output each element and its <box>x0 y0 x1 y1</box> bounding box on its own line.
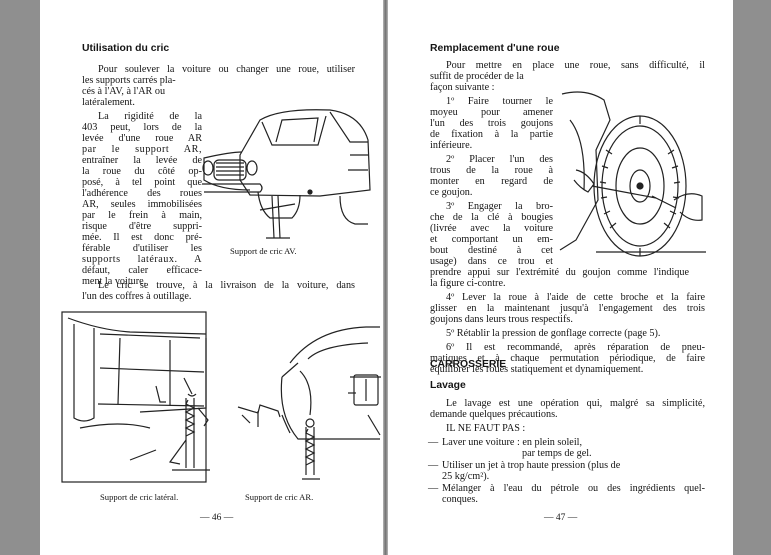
lavage-line: Le lavage est une opération qui, malgré … <box>446 398 705 409</box>
page-left: Utilisation du cric Pour soulever la voi… <box>40 0 383 555</box>
lavage-line: demande quelques précautions. <box>430 409 558 420</box>
caption-support-cric-lateral: Support de cric latéral. <box>100 492 179 502</box>
step1-line: 1º Faire tourner le <box>446 96 553 107</box>
list-item: Utiliser un jet à trop haute pression (p… <box>442 460 621 471</box>
list-item: conques. <box>442 494 478 505</box>
para2-line: 403 peut, lors de la <box>82 122 202 133</box>
step6-line: 6º Il est recommandé, après réparation d… <box>446 342 705 353</box>
step3-line: et comportant un em- <box>430 234 553 245</box>
page-number: — 47 — <box>544 513 578 523</box>
intro-line: latéralement. <box>82 97 135 108</box>
para2-line: l'adhérence des roues <box>82 188 202 199</box>
step1-line: de fixation à la partie <box>430 129 553 140</box>
intro-line: façon suivante : <box>430 82 495 93</box>
il-ne-faut-pas: IL NE FAUT PAS : <box>446 423 526 434</box>
step4-line: glisser en la maintenant jusqu'à l'engag… <box>430 303 705 314</box>
step1-line: inférieure. <box>430 140 473 151</box>
step4-line: 4º Lever la roue à l'aide de cette broch… <box>446 292 705 303</box>
list-item: par temps de gel. <box>522 448 592 459</box>
wheel-mounting-illustration <box>559 91 706 257</box>
step2-line: trous de la roue à <box>430 165 553 176</box>
cric-ar-illustration <box>237 326 381 480</box>
step3-line: (livrée avec la voiture <box>430 223 553 234</box>
para3-line: l'un des coffres à outillage. <box>82 291 192 302</box>
para3-line: Le cric se trouve, à la livraison de la … <box>98 280 355 291</box>
step2-line: ce goujon. <box>430 187 473 198</box>
para2-line: posé, à tel point que <box>82 177 202 188</box>
intro-line: Pour mettre en place une roue, sans diff… <box>446 60 705 71</box>
para2-line: risque d'être suppri- <box>82 221 202 232</box>
para2-line: entraîner la levée de <box>82 155 202 166</box>
para2-line: défaut, caler efficace- <box>82 265 202 276</box>
step1-line: moyeu pour amener <box>430 107 553 118</box>
para2-line: AR, seules immobilisées <box>82 199 202 210</box>
step6-line: équilibrer les roues statiquement et dyn… <box>430 364 644 375</box>
intro-line: cés à l'AV, à l'AR ou <box>82 86 166 97</box>
para2-line: levée d'une roue AR <box>82 133 202 144</box>
step5-line: 5º Rétablir la pression de gonflage corr… <box>446 328 661 339</box>
heading-remplacement-roue: Remplacement d'une roue <box>430 43 560 54</box>
step3-line: la figure ci-contre. <box>430 278 506 289</box>
intro-line: Pour soulever la voiture ou changer une … <box>98 64 355 75</box>
intro-line: les supports carrés pla- <box>82 75 176 86</box>
step3-line: prendre appui sur l'extrémité du goujon … <box>430 267 689 278</box>
step2-line: 2º Placer l'un des <box>446 154 553 165</box>
list-dash: — <box>428 437 439 448</box>
step6-line: matiques et à chaque permutation périodi… <box>430 353 705 364</box>
heading-lavage: Lavage <box>430 380 466 391</box>
list-item: Mélanger à l'eau du pétrole ou des ingré… <box>442 483 705 494</box>
section-carrosserie: CARROSSERIE <box>430 359 507 370</box>
list-dash: — <box>428 483 439 494</box>
page-right: Remplacement d'une roue Pour mettre en p… <box>388 0 733 555</box>
cric-lateral-illustration <box>61 311 210 483</box>
para2-line: par le support AR, <box>82 144 202 155</box>
para2-line: La rigidité de la <box>98 111 202 122</box>
step3-line: che de la clé à bougies <box>430 212 553 223</box>
para2-line: supports latéraux. A <box>82 254 202 265</box>
para2-line: la roue du côté op- <box>82 166 202 177</box>
cric-av-illustration <box>202 109 371 239</box>
para2-line: par le frein à main, <box>82 210 202 221</box>
list-item: Laver une voiture : en plein soleil, <box>442 437 583 448</box>
caption-support-cric-av: Support de cric AV. <box>230 246 297 256</box>
page-number: — 46 — <box>200 513 234 523</box>
list-dash: — <box>428 460 439 471</box>
para2-line: mée. Il est donc pré- <box>82 232 202 243</box>
para2-line: férable d'utiliser les <box>82 243 202 254</box>
step4-line: goujons dans leurs trous respectifs. <box>430 314 573 325</box>
step1-line: l'un des trois goujons <box>430 118 553 129</box>
intro-line: suffit de procéder de la <box>430 71 524 82</box>
step3-line: usage) dans ce trou et <box>430 256 553 267</box>
list-item: 25 kg/cm²). <box>442 471 490 482</box>
para2-line: ment la voiture. <box>82 276 147 287</box>
step3-line: bout destiné à cet <box>430 245 553 256</box>
caption-support-cric-ar: Support de cric AR. <box>245 492 314 502</box>
step2-line: monter en regard de <box>430 176 553 187</box>
heading-utilisation-du-cric: Utilisation du cric <box>82 43 170 54</box>
step3-line: 3º Engager la bro- <box>446 201 553 212</box>
book-gutter <box>383 0 388 555</box>
